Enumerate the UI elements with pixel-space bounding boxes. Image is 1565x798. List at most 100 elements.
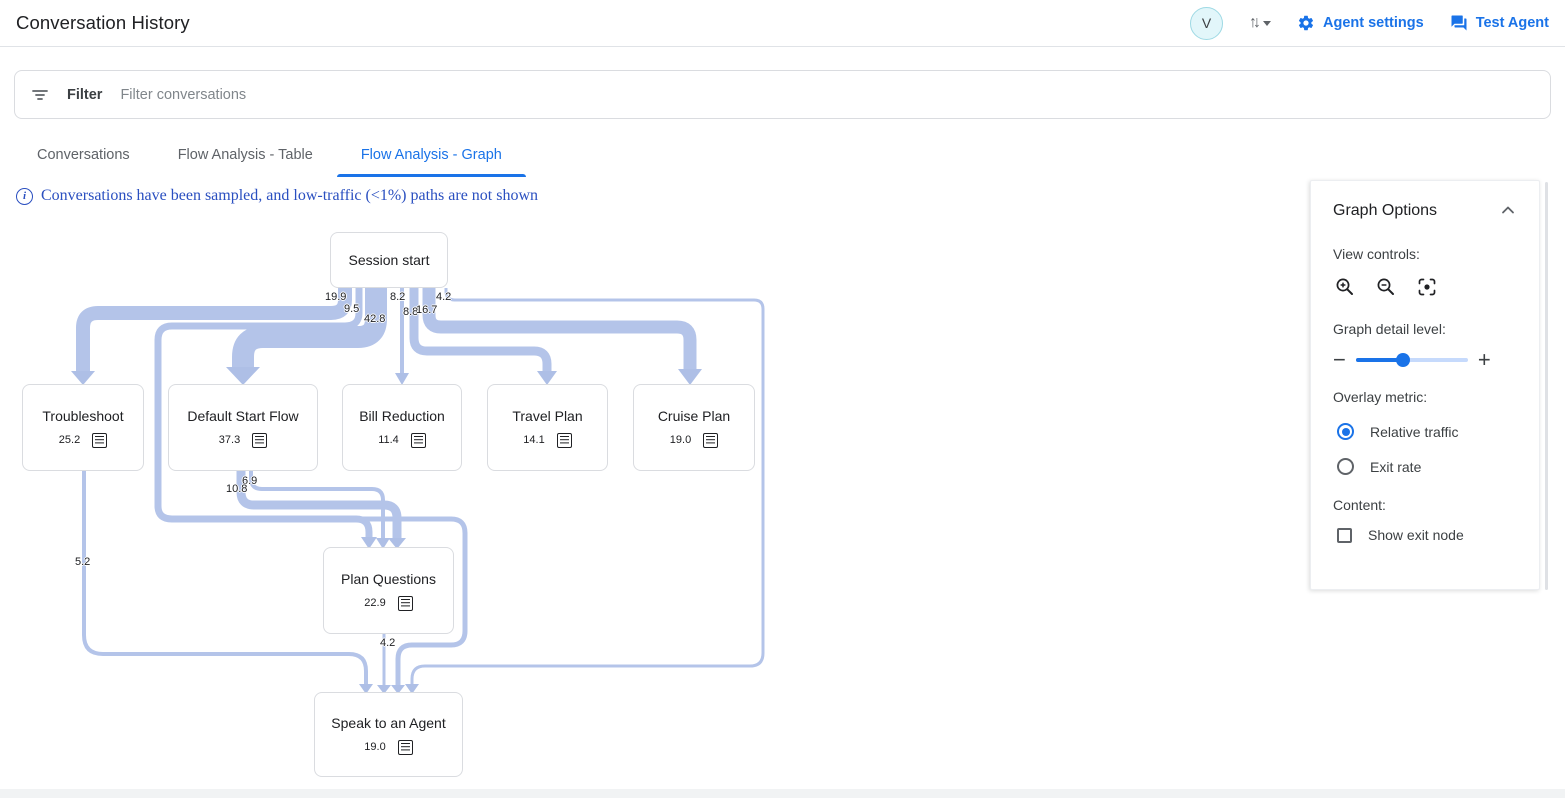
- zoom-in-button[interactable]: [1333, 275, 1357, 299]
- node-label: Session start: [348, 252, 430, 268]
- page-title: Conversation History: [16, 12, 190, 33]
- test-agent-button[interactable]: Test Agent: [1450, 14, 1549, 32]
- gear-icon: [1297, 14, 1315, 32]
- edge-session-travel-plan[interactable]: [409, 288, 552, 373]
- flow-node-plan-questions[interactable]: Plan Questions 22.9: [323, 547, 454, 634]
- detail-increase-button[interactable]: +: [1477, 347, 1491, 372]
- radio-exit-rate[interactable]: Exit rate: [1337, 458, 1517, 475]
- test-agent-label: Test Agent: [1475, 15, 1549, 31]
- agent-settings-label: Agent settings: [1322, 15, 1424, 31]
- edge-label: 10.8: [226, 483, 248, 495]
- chat-icon: [1450, 14, 1468, 32]
- node-details-icon[interactable]: [92, 432, 108, 448]
- collapse-panel-button[interactable]: [1499, 201, 1517, 220]
- node-label: Bill Reduction: [359, 407, 445, 424]
- edge-label: 8.8: [403, 306, 419, 318]
- show-exit-node-checkbox[interactable]: Show exit node: [1337, 527, 1517, 543]
- graph-options-title: Graph Options: [1333, 201, 1438, 219]
- edge-default-start-flow-plan-questions-b[interactable]: [236, 471, 402, 540]
- edge-label: 4.2: [380, 637, 396, 649]
- vertical-scrollbar[interactable]: [1545, 182, 1548, 590]
- edge-label: 16.7: [416, 304, 438, 316]
- flow-node-default-start-flow[interactable]: Default Start Flow 37.3: [168, 384, 318, 471]
- graph-detail-slider[interactable]: [1355, 353, 1468, 367]
- filter-input-placeholder[interactable]: Filter conversations: [120, 86, 247, 103]
- edge-session-default-start-flow[interactable]: [232, 288, 387, 369]
- filter-label: Filter: [67, 86, 103, 103]
- sort-control[interactable]: ↑↓: [1249, 14, 1271, 32]
- flow-node-troubleshoot[interactable]: Troubleshoot 25.2: [22, 384, 144, 471]
- node-details-icon[interactable]: [397, 595, 413, 611]
- node-value: 11.4: [378, 434, 399, 446]
- graph-detail-label: Graph detail level:: [1333, 321, 1446, 337]
- recenter-button[interactable]: [1415, 275, 1439, 299]
- node-details-icon[interactable]: [703, 432, 719, 448]
- flow-node-cruise-plan[interactable]: Cruise Plan 19.0: [633, 384, 755, 471]
- flow-node-speak-to-an-agent[interactable]: Speak to an Agent 19.0: [314, 692, 463, 777]
- detail-decrease-button[interactable]: −: [1333, 347, 1346, 372]
- zoom-in-icon: [1336, 278, 1353, 295]
- node-value: 19.0: [669, 434, 692, 446]
- edge-default-start-flow-bypass[interactable]: [340, 516, 468, 686]
- edge-label: 42.8: [364, 313, 386, 325]
- radio-icon: [1337, 458, 1354, 475]
- edge-session-troubleshoot[interactable]: [76, 288, 352, 373]
- edge-label: 4.2: [436, 291, 452, 303]
- edge-label: 19.9: [325, 291, 347, 303]
- node-label: Cruise Plan: [657, 407, 731, 424]
- node-label: Plan Questions: [341, 570, 436, 587]
- node-details-icon[interactable]: [410, 432, 426, 448]
- node-label: Default Start Flow: [187, 407, 299, 424]
- chevron-up-icon: [1502, 206, 1514, 214]
- node-label: Speak to an Agent: [331, 714, 446, 731]
- info-icon: i: [16, 187, 33, 205]
- edge-label: 9.5: [344, 303, 360, 315]
- node-value: 37.3: [218, 434, 241, 446]
- arrowheads: [71, 367, 702, 694]
- zoom-out-button[interactable]: [1374, 275, 1398, 299]
- header-actions: V ↑↓ Agent settings Test Agent: [1189, 6, 1549, 40]
- content-label: Content:: [1333, 497, 1386, 513]
- tab-bar: Conversations Flow Analysis - Table Flow…: [0, 133, 1565, 177]
- radio-icon: [1337, 423, 1354, 440]
- edge-label: 5.2: [75, 556, 91, 568]
- filter-bar[interactable]: Filter Filter conversations: [14, 70, 1551, 119]
- node-value: 14.1: [523, 434, 545, 446]
- flow-node-travel-plan[interactable]: Travel Plan 14.1: [487, 384, 608, 471]
- node-details-icon[interactable]: [397, 739, 413, 755]
- tab-flow-analysis-table[interactable]: Flow Analysis - Table: [177, 147, 313, 163]
- avatar[interactable]: V: [1189, 6, 1223, 40]
- edge-session-cruise-plan[interactable]: [422, 288, 697, 371]
- slider-fill: [1355, 358, 1403, 362]
- chevron-down-icon: [1262, 20, 1271, 26]
- overlay-metric-label: Overlay metric:: [1333, 389, 1428, 405]
- node-value: 19.0: [364, 741, 386, 753]
- edge-troubleshoot-speak-to-agent[interactable]: [82, 471, 368, 686]
- tab-flow-analysis-graph[interactable]: Flow Analysis - Graph: [336, 133, 526, 177]
- slider-thumb[interactable]: [1395, 353, 1410, 367]
- node-label: Troubleshoot: [42, 407, 124, 424]
- edge-default-start-flow-plan-questions-a[interactable]: [249, 471, 385, 540]
- slider-track: [1355, 358, 1468, 362]
- node-details-icon[interactable]: [556, 432, 572, 448]
- horizontal-scrollbar[interactable]: [0, 789, 1565, 798]
- app-header: Conversation History V ↑↓ Agent settings…: [0, 0, 1565, 47]
- flow-node-bill-reduction[interactable]: Bill Reduction 11.4: [342, 384, 462, 471]
- edge-session-speak-to-agent[interactable]: [410, 288, 765, 686]
- filter-icon: [31, 86, 49, 104]
- node-details-icon[interactable]: [252, 432, 268, 448]
- center-focus-icon: [1418, 278, 1436, 296]
- node-label: Travel Plan: [512, 407, 583, 424]
- radio-relative-traffic[interactable]: Relative traffic: [1337, 423, 1517, 440]
- flow-node-session-start[interactable]: Session start: [330, 232, 448, 288]
- swap-vert-icon: ↑↓: [1248, 14, 1261, 31]
- sampling-notice-text: Conversations have been sampled, and low…: [41, 187, 539, 204]
- agent-settings-button[interactable]: Agent settings: [1297, 14, 1424, 32]
- graph-options-panel: Graph Options View controls:: [1310, 180, 1540, 590]
- edge-label: 6.9: [242, 475, 258, 487]
- tab-conversations[interactable]: Conversations: [37, 147, 130, 163]
- view-controls-label: View controls:: [1333, 246, 1420, 262]
